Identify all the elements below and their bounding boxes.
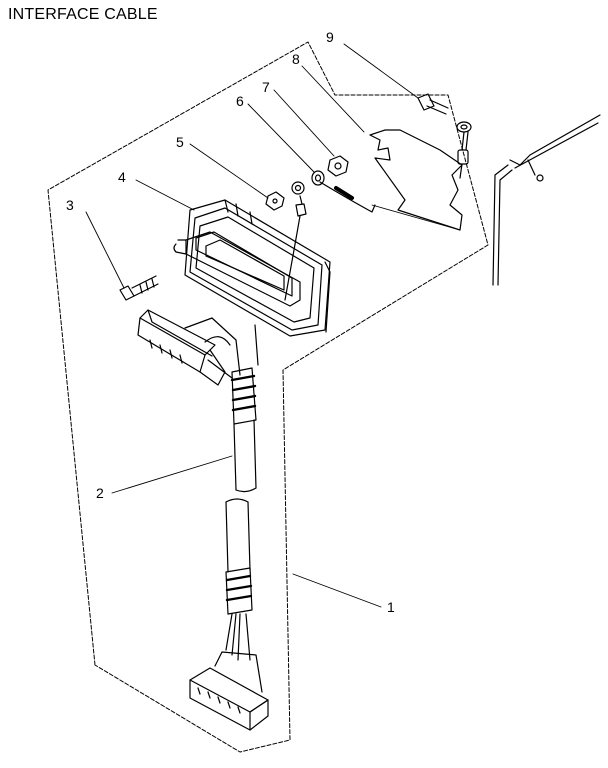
- callout-5: 5: [176, 134, 184, 150]
- cable-sleeve-lower: [225, 498, 253, 661]
- callout-2: 2: [96, 485, 104, 501]
- connector-block-lower: [189, 651, 269, 731]
- ring-terminal: [284, 181, 307, 301]
- callout-4: 4: [118, 169, 126, 185]
- ground-wire: [319, 181, 376, 213]
- nut-7: [327, 155, 349, 177]
- callout-7: 7: [262, 79, 270, 95]
- washer-6: [311, 170, 325, 186]
- callout-labels: 1 2 3 4 5 6 7 8 9: [66, 29, 395, 615]
- ribbon-cable-upper: [184, 317, 259, 379]
- connector-housing: [173, 199, 331, 337]
- nut-5: [265, 191, 285, 211]
- callout-3: 3: [66, 197, 74, 213]
- page-title: INTERFACE CABLE: [8, 6, 158, 23]
- callout-1: 1: [387, 599, 395, 615]
- ground-lug-upper: [456, 121, 472, 179]
- chassis-frame: [492, 114, 601, 286]
- callout-8: 8: [292, 51, 300, 67]
- callout-6: 6: [236, 93, 244, 109]
- cable-sleeve-upper: [230, 367, 257, 493]
- bracket-plate: [369, 129, 463, 231]
- screw-3: [119, 275, 159, 301]
- ribbon-connector-upper: [137, 309, 226, 386]
- callout-9: 9: [326, 29, 334, 45]
- screw-9: [417, 93, 449, 115]
- callout-leaders: [85, 43, 419, 608]
- assembly-outline: [47, 41, 489, 753]
